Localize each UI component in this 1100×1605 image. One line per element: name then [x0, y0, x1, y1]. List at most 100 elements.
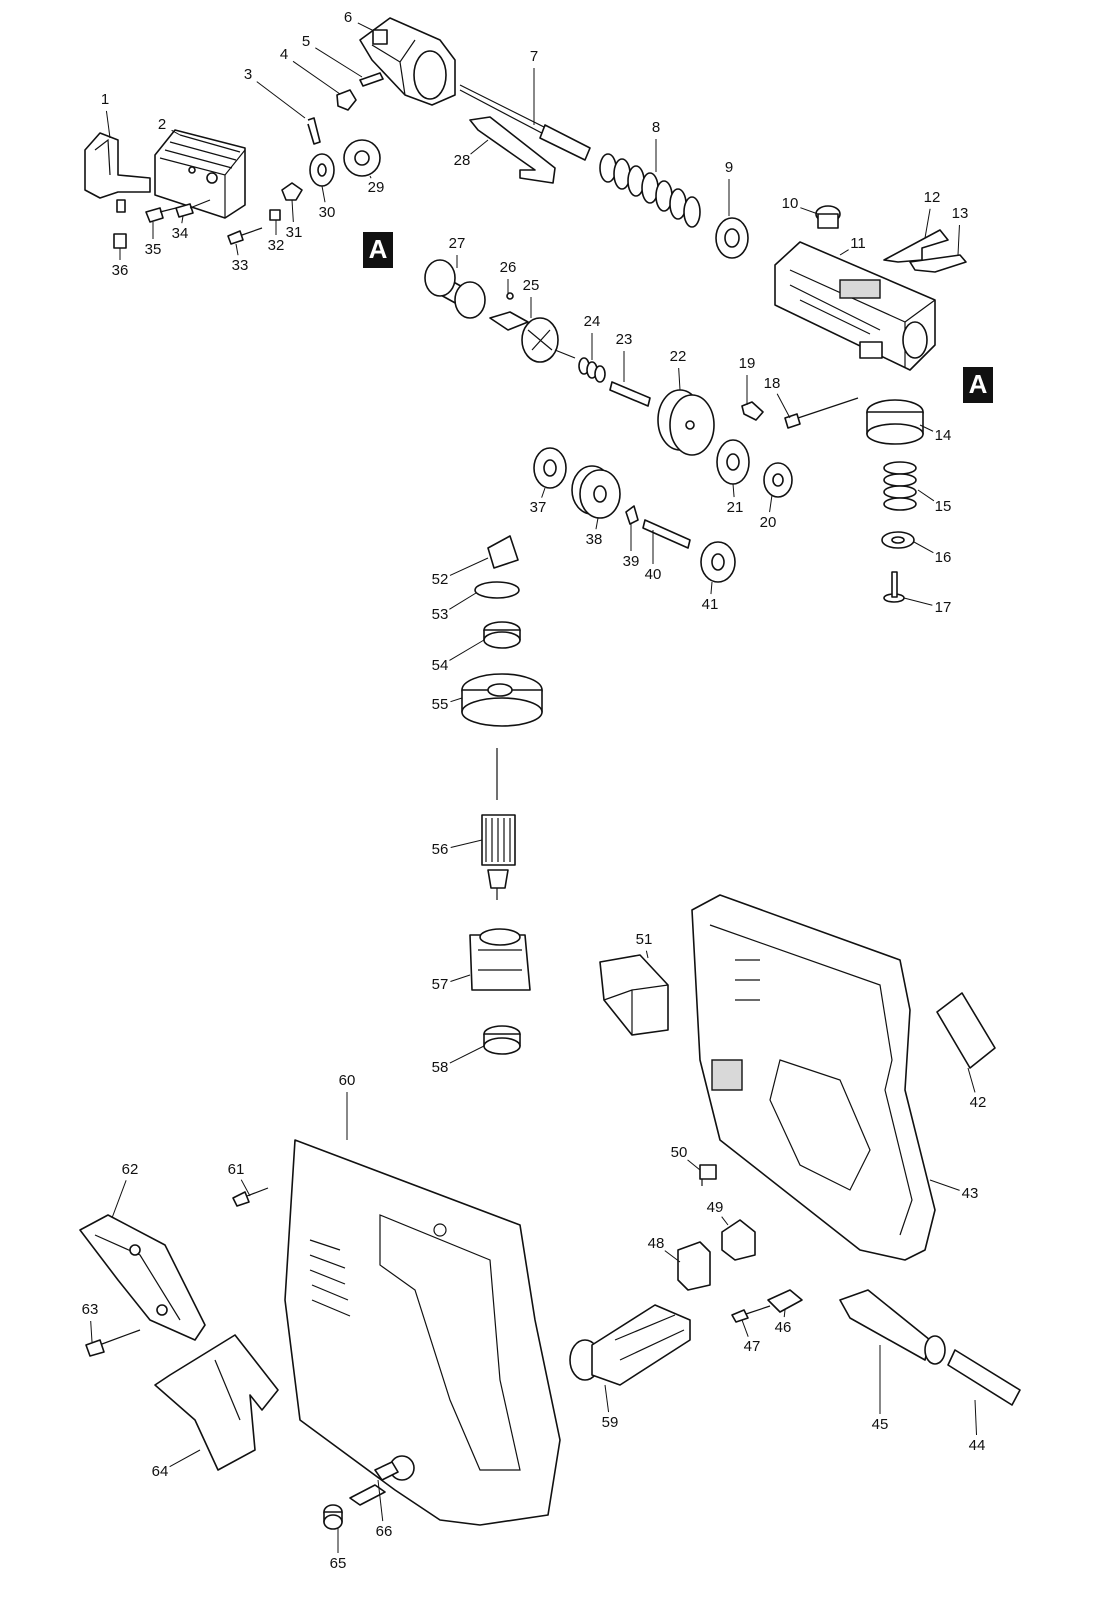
section-marker-a-left: A [363, 232, 393, 268]
part-number-58: 58 [432, 1059, 449, 1076]
part-50-brush-drawing [699, 1164, 717, 1186]
part-24-spring-drawing [578, 357, 606, 383]
leader-line-16 [913, 541, 934, 554]
part-10-knob-drawing [815, 205, 841, 229]
leader-line-3 [256, 81, 306, 119]
part-number-33: 33 [232, 257, 249, 274]
leader-line-18 [776, 393, 791, 419]
leader-line-46 [783, 1309, 786, 1318]
part-number-46: 46 [775, 1319, 792, 1336]
leader-line-11 [839, 249, 849, 256]
part-8-spring-drawing [599, 153, 701, 228]
part-27-sleeve-drawing [424, 259, 486, 319]
part-30-washer-drawing [309, 153, 335, 187]
part-42-label-drawing [936, 992, 996, 1069]
part-number-3: 3 [244, 66, 252, 83]
leader-line-29 [369, 175, 372, 179]
part-number-41: 41 [702, 596, 719, 613]
part-38-gear-drawing [571, 465, 621, 519]
part-17-screw-drawing [883, 571, 905, 603]
part-9-bushing-drawing [715, 217, 749, 259]
leader-line-43 [929, 1179, 960, 1191]
part-13-spring-clip-drawing [909, 254, 967, 273]
part-59-baffle-drawing [569, 1304, 691, 1386]
part-60-housing-left-drawing [284, 1139, 561, 1526]
leader-line-63 [90, 1320, 93, 1343]
part-16-washer-drawing [881, 531, 915, 549]
part-number-14: 14 [935, 427, 952, 444]
part-number-40: 40 [645, 566, 662, 583]
part-number-51: 51 [636, 931, 653, 948]
leader-line-48 [664, 1250, 681, 1263]
part-number-64: 64 [152, 1463, 169, 1480]
part-2-clamp-block-drawing [154, 129, 246, 219]
part-number-49: 49 [707, 1199, 724, 1216]
part-number-11: 11 [850, 235, 866, 252]
part-number-23: 23 [616, 331, 633, 348]
leader-line-64 [169, 1449, 201, 1468]
leader-line-30 [321, 185, 326, 203]
part-4-lever-drawing [336, 89, 357, 111]
part-11-gear-housing-drawing [774, 241, 936, 371]
leader-line-12 [924, 208, 931, 239]
part-56-armature-drawing [481, 748, 516, 900]
leader-line-56 [450, 839, 483, 848]
leader-line-20 [769, 494, 773, 513]
part-44-cord-drawing [947, 1349, 1021, 1406]
part-number-37: 37 [530, 499, 547, 516]
part-37-bearing-drawing [533, 447, 567, 489]
part-number-61: 61 [228, 1161, 245, 1178]
leader-line-31 [291, 199, 294, 223]
part-number-26: 26 [500, 259, 517, 276]
part-26-ball-drawing [506, 292, 514, 300]
part-number-60: 60 [339, 1072, 356, 1089]
part-12-latch-drawing [883, 229, 949, 263]
leader-line-53 [449, 592, 477, 610]
part-number-16: 16 [935, 549, 952, 566]
part-number-48: 48 [648, 1235, 665, 1252]
part-54-bearing-drawing [483, 621, 521, 649]
leader-line-38 [595, 517, 599, 530]
part-number-20: 20 [760, 514, 777, 531]
part-3-pin-drawing [307, 117, 321, 145]
leader-line-55 [450, 697, 463, 703]
part-number-15: 15 [935, 498, 952, 515]
part-number-45: 45 [872, 1416, 889, 1433]
part-number-50: 50 [671, 1144, 688, 1161]
part-number-4: 4 [280, 46, 288, 63]
leader-line-62 [111, 1180, 127, 1219]
part-45-strain-relief-drawing [839, 1289, 946, 1365]
part-7-rod-drawing [459, 84, 591, 161]
part-number-39: 39 [623, 553, 640, 570]
part-number-55: 55 [432, 696, 449, 713]
leader-line-52 [449, 557, 489, 576]
part-39-clip-drawing [625, 505, 639, 525]
leader-line-14 [919, 424, 934, 432]
part-number-38: 38 [586, 531, 603, 548]
part-number-22: 22 [670, 348, 687, 365]
part-number-1: 1 [101, 91, 109, 108]
part-47-screw-drawing [731, 1305, 771, 1323]
section-marker-a-right: A [963, 367, 993, 403]
leader-line-2 [171, 129, 181, 136]
part-number-10: 10 [782, 195, 799, 212]
part-number-2: 2 [158, 116, 166, 133]
part-43-housing-right-drawing [691, 894, 936, 1261]
part-number-8: 8 [652, 119, 660, 136]
part-number-56: 56 [432, 841, 449, 858]
leader-line-59 [604, 1384, 610, 1413]
part-46-clamp-drawing [767, 1289, 803, 1313]
part-number-30: 30 [319, 204, 336, 221]
leader-line-44 [974, 1399, 978, 1436]
leader-line-34 [181, 215, 184, 224]
part-63-screw-drawing [85, 1329, 141, 1357]
leader-line-37 [541, 487, 546, 498]
part-32-pin-drawing [269, 209, 281, 221]
part-20-bushing-drawing [763, 462, 793, 498]
marker-a-right-label: A [969, 369, 988, 399]
leader-line-58 [449, 1045, 485, 1064]
part-41-bearing-drawing [700, 541, 736, 583]
part-53-o-ring-drawing [474, 581, 520, 599]
part-number-43: 43 [962, 1185, 979, 1202]
leader-line-61 [240, 1179, 251, 1197]
